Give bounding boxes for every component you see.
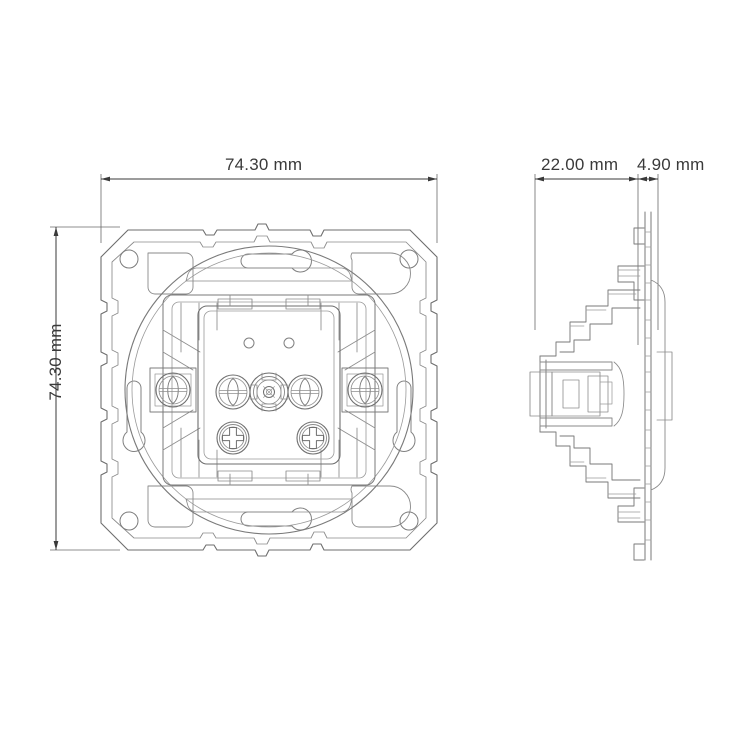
- mounting-frame-outline: [100, 223, 438, 557]
- dimension-label-width: 74.30 mm: [225, 155, 303, 174]
- top-tab-details: [217, 294, 321, 486]
- dimension-height: [50, 226, 120, 551]
- opening-left: [215, 374, 251, 410]
- dimension-depth: [534, 174, 639, 345]
- vent-hole-right: [283, 337, 295, 349]
- dimension-width: [100, 174, 438, 243]
- frame-mounting-slots: [122, 249, 416, 531]
- side-detail-lines: [569, 269, 641, 519]
- side-front-plate: [644, 211, 673, 561]
- front-view-geometry: [100, 223, 438, 557]
- terminal-screw-left: [155, 372, 191, 408]
- inner-mechanism-housing: [162, 294, 376, 486]
- dimension-plate-thickness: [638, 174, 659, 330]
- opening-center: [249, 372, 289, 412]
- center-plate: [197, 305, 341, 465]
- dimension-label-height: 74.30 mm: [46, 323, 65, 401]
- frame-corner-holes: [119, 249, 419, 531]
- side-view-geometry: [529, 211, 673, 561]
- dimension-label-plate-thickness: 4.90 mm: [637, 155, 705, 174]
- front-screws: [216, 421, 330, 455]
- frame-inner-cutouts: [147, 252, 411, 528]
- screw-bottom-right: [296, 421, 330, 455]
- dimension-annotations: [50, 174, 659, 551]
- side-body-profile: [539, 227, 645, 561]
- center-openings: [215, 372, 323, 412]
- vent-hole-left: [243, 337, 255, 349]
- side-center-block: [529, 355, 625, 433]
- terminal-screw-right: [347, 372, 383, 408]
- terminal-screws-side: [155, 372, 383, 408]
- side-terminal-blocks: [149, 367, 389, 413]
- housing-ribs: [162, 302, 376, 478]
- round-body: [124, 245, 414, 535]
- opening-right: [287, 374, 323, 410]
- screw-bottom-left: [216, 421, 250, 455]
- dimension-label-depth: 22.00 mm: [541, 155, 619, 174]
